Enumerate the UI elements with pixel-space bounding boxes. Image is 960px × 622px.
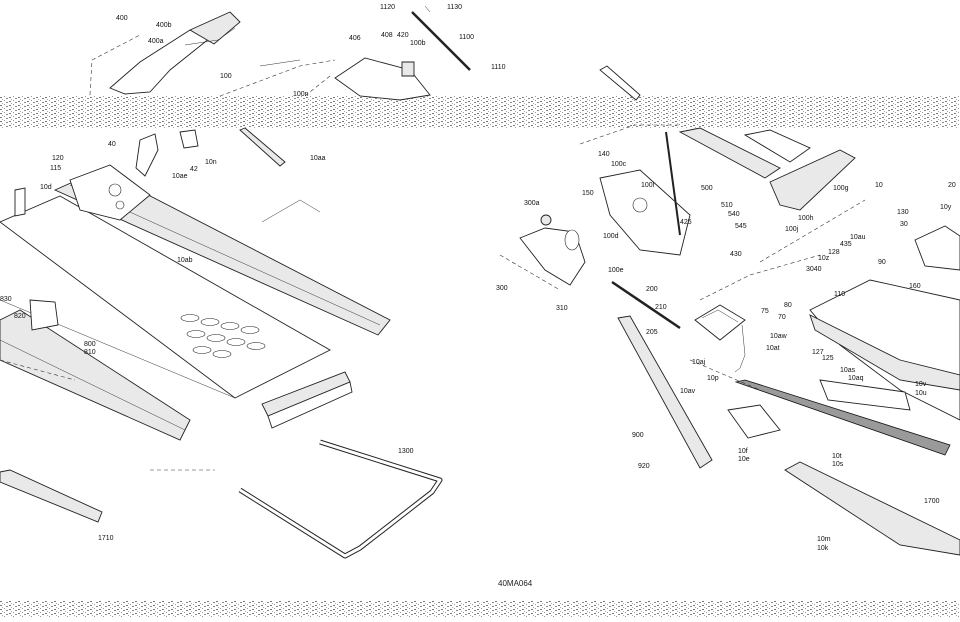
callout: 100n [293,91,309,98]
callout: 425 [680,219,692,226]
callout: 1100 [459,34,474,41]
callout: 310 [556,305,568,312]
callout: 1130 [447,4,462,11]
callout: 140 [598,151,610,158]
callout: 150 [582,190,594,197]
callout: 10aq [848,375,864,382]
callout: 10av [680,388,696,395]
floor-panel-cutouts [180,314,266,358]
callout: 406 [349,35,361,42]
callout: 400a [148,38,164,45]
callout: 1120 [380,4,395,11]
callout: 80 [784,302,792,309]
callout: 210 [655,304,667,311]
callout: 100b [410,40,426,47]
callout: 100d [603,233,619,240]
callout: 10aw [770,333,788,340]
callout: 10m [817,536,831,543]
callout: 420 [397,32,409,39]
scan-noise-band [0,601,960,617]
rear-bumper [238,439,443,559]
callout: 400b [156,22,172,29]
callout: 205 [646,329,658,336]
callout: 10u [915,390,927,397]
leader-lines [0,5,866,471]
callout: 1710 [98,535,114,542]
callout: 830 [0,296,12,303]
callout: 42 [190,166,198,173]
callout: 10ae [172,173,188,180]
callout: 300 [496,285,508,292]
callout: 100j [785,226,799,233]
callout: 100g [833,185,849,192]
callout: 20 [948,182,956,189]
callout: 70 [778,314,786,321]
callout: 10at [766,345,780,352]
callout: 10k [817,545,829,552]
callout: 10y [940,204,952,211]
callout: 430 [730,251,742,258]
callout: 10ab [177,257,193,264]
callout: 800 [84,341,96,348]
callout: 10n [205,159,217,166]
callout: 75 [761,308,769,315]
front-frame-assembly [519,65,960,556]
tunnel-left-assembly [0,127,443,559]
callout: 130 [897,209,909,216]
callout: 400 [116,15,128,22]
callout: 90 [878,259,886,266]
callout: 10 [875,182,883,189]
callout: 127 [812,349,824,356]
callout: 510 [721,202,733,209]
callout-labels: 400 400b 400a 100 1120 1130 406 408 420 … [0,4,956,552]
callout: 200 [646,286,658,293]
handlebar-riser-assembly [334,11,471,101]
callout: 810 [84,349,96,356]
callout: 540 [728,211,740,218]
callout: 1300 [398,448,414,455]
callout: 500 [701,185,713,192]
callout: 160 [909,283,921,290]
callout: 10aj [692,359,706,366]
callout: 408 [381,32,393,39]
callout: 40 [108,141,116,148]
callout: 900 [632,432,644,439]
callout: 100 [220,73,232,80]
callout: 300a [524,200,540,207]
callout: 125 [822,355,834,362]
callout: 10d [40,184,52,191]
callout: 100l [641,182,655,189]
callout: 30 [900,221,908,228]
callout: 128 [828,249,840,256]
callout: 1110 [491,64,506,71]
callout: 10as [840,367,856,374]
callout: 10v [915,381,927,388]
callout: 920 [638,463,650,470]
callout: 10z [818,255,830,262]
callout: 100e [608,267,624,274]
callout: 100h [798,215,814,222]
callout: 10aa [310,155,326,162]
scan-noise-band [0,96,960,128]
callout: 435 [840,241,852,248]
drawing-code: 40MA064 [498,579,533,588]
callout: 10e [738,456,750,463]
callout: 120 [52,155,64,162]
callout: 100c [611,161,627,168]
callout: 10au [850,234,866,241]
callout: 1700 [924,498,940,505]
callout: 10t [832,453,842,460]
callout: 10s [832,461,844,468]
callout: 3040 [806,266,822,273]
callout: 545 [735,223,747,230]
callout: 115 [50,165,61,172]
callout: 10f [738,448,748,455]
callout: 110 [834,291,845,298]
callout: 820 [14,313,26,320]
callout: 10p [707,375,719,382]
steering-support-assembly [109,11,241,95]
